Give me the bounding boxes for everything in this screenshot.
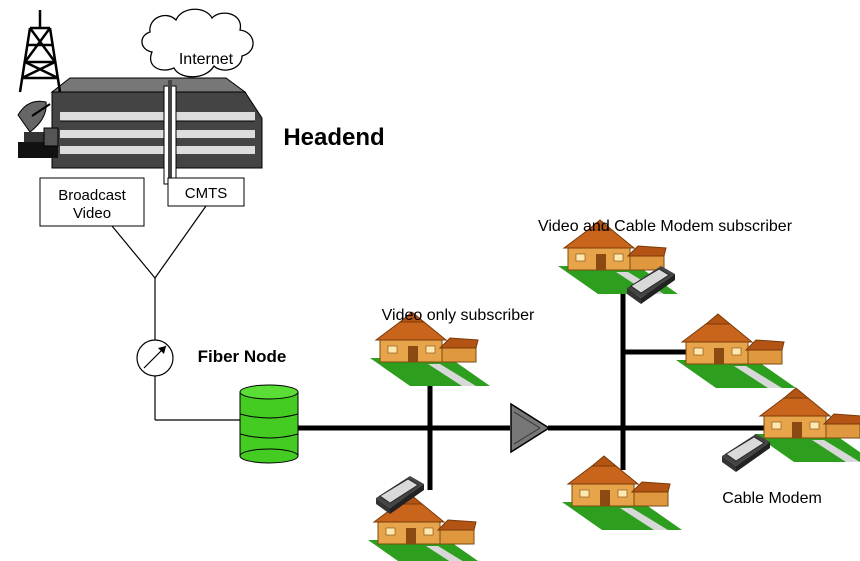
cable-modem-label: Cable Modem bbox=[722, 490, 822, 507]
fiber-node-icon bbox=[239, 384, 299, 464]
cmts-box bbox=[167, 177, 245, 207]
internet-label: Internet bbox=[179, 51, 234, 68]
video-only-subscriber-label: Video only subscriber bbox=[382, 307, 535, 324]
house-middle-right-icon bbox=[675, 313, 797, 389]
headend-fiber-lines bbox=[111, 205, 240, 421]
optical-transmitter-icon bbox=[136, 339, 174, 377]
broadcast-video-label-line2: Video bbox=[73, 205, 111, 222]
fiber-node-label: Fiber Node bbox=[198, 347, 287, 366]
satellite-dish-icon bbox=[17, 100, 59, 158]
house-far-right-icon bbox=[753, 387, 860, 463]
tower-icon bbox=[18, 10, 62, 93]
broadcast-video-label-line1: Broadcast bbox=[58, 187, 126, 204]
video-and-cable-modem-subscriber-label: Video and Cable Modem subscriber bbox=[538, 218, 793, 235]
headend-building-icon bbox=[50, 77, 263, 185]
coax-trunk-lines bbox=[298, 272, 770, 490]
internet-cloud-icon bbox=[141, 8, 254, 78]
amplifier-icon bbox=[510, 402, 551, 454]
cable-modem-right-icon bbox=[721, 433, 771, 473]
broadcast-video-box bbox=[39, 177, 145, 227]
headend-label: Headend bbox=[283, 124, 384, 151]
cmts-label: CMTS bbox=[185, 185, 228, 202]
